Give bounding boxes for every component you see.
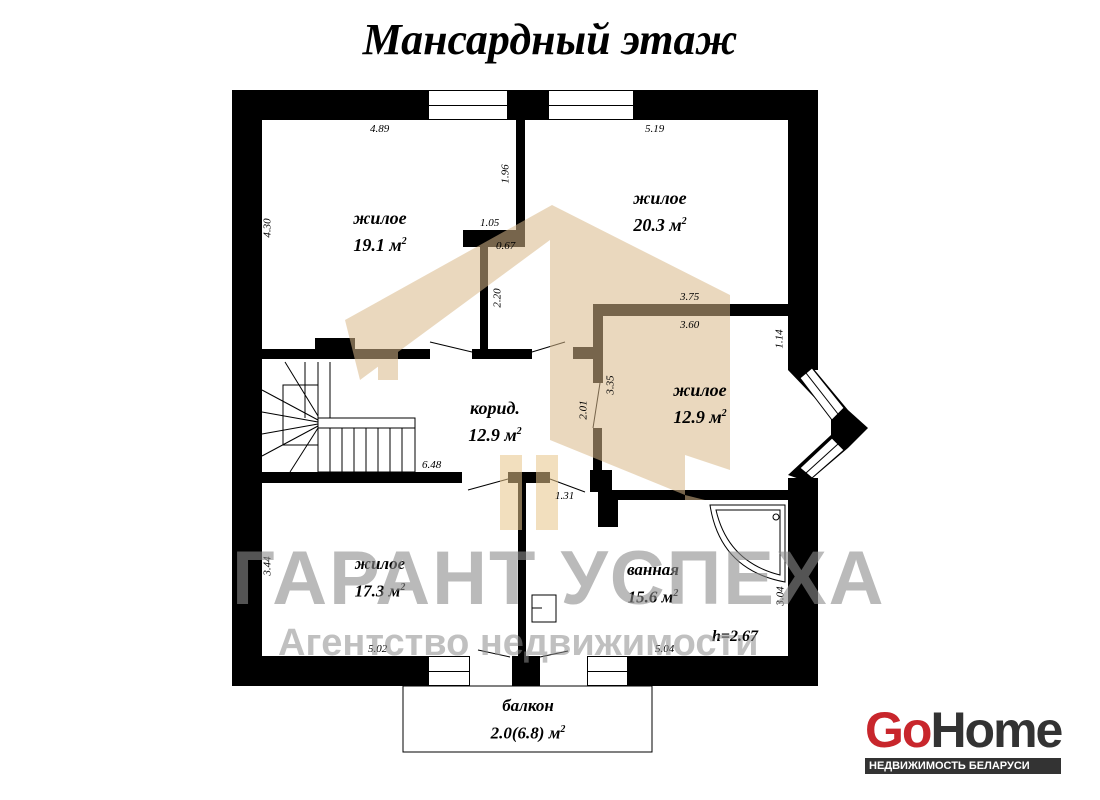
dimension: 3.35: [604, 375, 617, 395]
dimension: 5.04: [655, 643, 675, 655]
dimension: 2.20: [491, 288, 504, 308]
dimension: 1.14: [773, 329, 786, 349]
plan-title: Мансардный этаж: [362, 15, 738, 64]
dimension: 6.48: [422, 459, 442, 471]
window: [428, 656, 470, 686]
dimension: 1.31: [555, 490, 575, 502]
gohome-logo: GoHome НЕДВИЖИМОСТЬ БЕЛАРУСИ: [865, 702, 1063, 774]
dimension: 5.02: [368, 643, 388, 655]
dimension: 3.60: [680, 319, 700, 331]
dimension: 1.05: [480, 217, 500, 229]
dimension: 0.67: [496, 240, 516, 252]
watermark-roof: [345, 205, 730, 530]
logo-tagline: НЕДВИЖИМОСТЬ БЕЛАРУСИ: [865, 758, 1062, 774]
room-label: корид.12.9 м2: [468, 398, 522, 445]
ceiling-height: h=2.67: [712, 628, 759, 645]
dimension: 1.96: [499, 164, 512, 184]
dimension: 2.01: [577, 400, 590, 420]
bay-window: [788, 362, 868, 482]
dimension: 3.75: [680, 291, 700, 303]
dimension: 4.30: [261, 218, 274, 238]
window: [587, 656, 628, 686]
window: [548, 90, 634, 120]
dimension: 4.89: [370, 123, 390, 135]
window: [428, 90, 508, 120]
watermark-sub: Агентство недвижимости: [278, 622, 759, 664]
dimension: 5.19: [645, 123, 665, 135]
watermark-main: ГАРАНТ УСПЕХА: [232, 536, 886, 621]
